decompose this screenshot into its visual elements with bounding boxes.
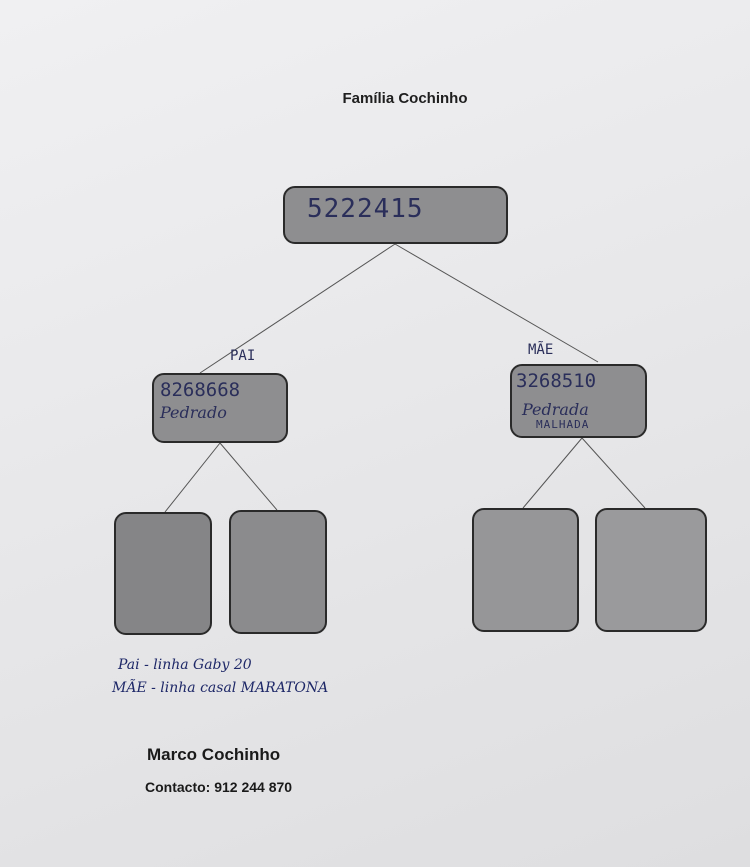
mother-name: Pedrada (522, 400, 589, 419)
father-id: 8268668 (160, 379, 241, 401)
connector-root-father (199, 243, 396, 374)
mother-extra: MALHADA (536, 418, 590, 431)
mother-label: MÃE (528, 342, 554, 358)
owner-name: Marco Cochinho (147, 745, 281, 764)
father-label: PAI (230, 348, 256, 364)
connector-mother-child2 (581, 437, 646, 509)
child-node-1 (114, 512, 212, 635)
note-father-line: Pai - linha Gaby 20 (118, 657, 252, 673)
child-node-2 (229, 510, 327, 634)
mother-node: 3268510 Pedrada MALHADA (510, 364, 647, 438)
owner-contact: Contacto: 912 244 870 (145, 779, 293, 795)
note-mother-line: MÃE - linha casal MARATONA (112, 680, 329, 696)
connector-mother-child1 (522, 437, 583, 509)
child-node-3 (472, 508, 579, 632)
connector-father-child2 (219, 442, 278, 511)
root-id: 5222415 (307, 194, 424, 224)
mother-id: 3268510 (516, 370, 597, 392)
connector-root-mother (394, 243, 599, 363)
connector-father-child1 (164, 442, 221, 513)
page-title: Família Cochinho (342, 90, 468, 107)
root-node: 5222415 (283, 186, 508, 244)
child-node-4 (595, 508, 707, 632)
father-node: 8268668 Pedrado (152, 373, 288, 443)
father-name: Pedrado (160, 403, 227, 422)
